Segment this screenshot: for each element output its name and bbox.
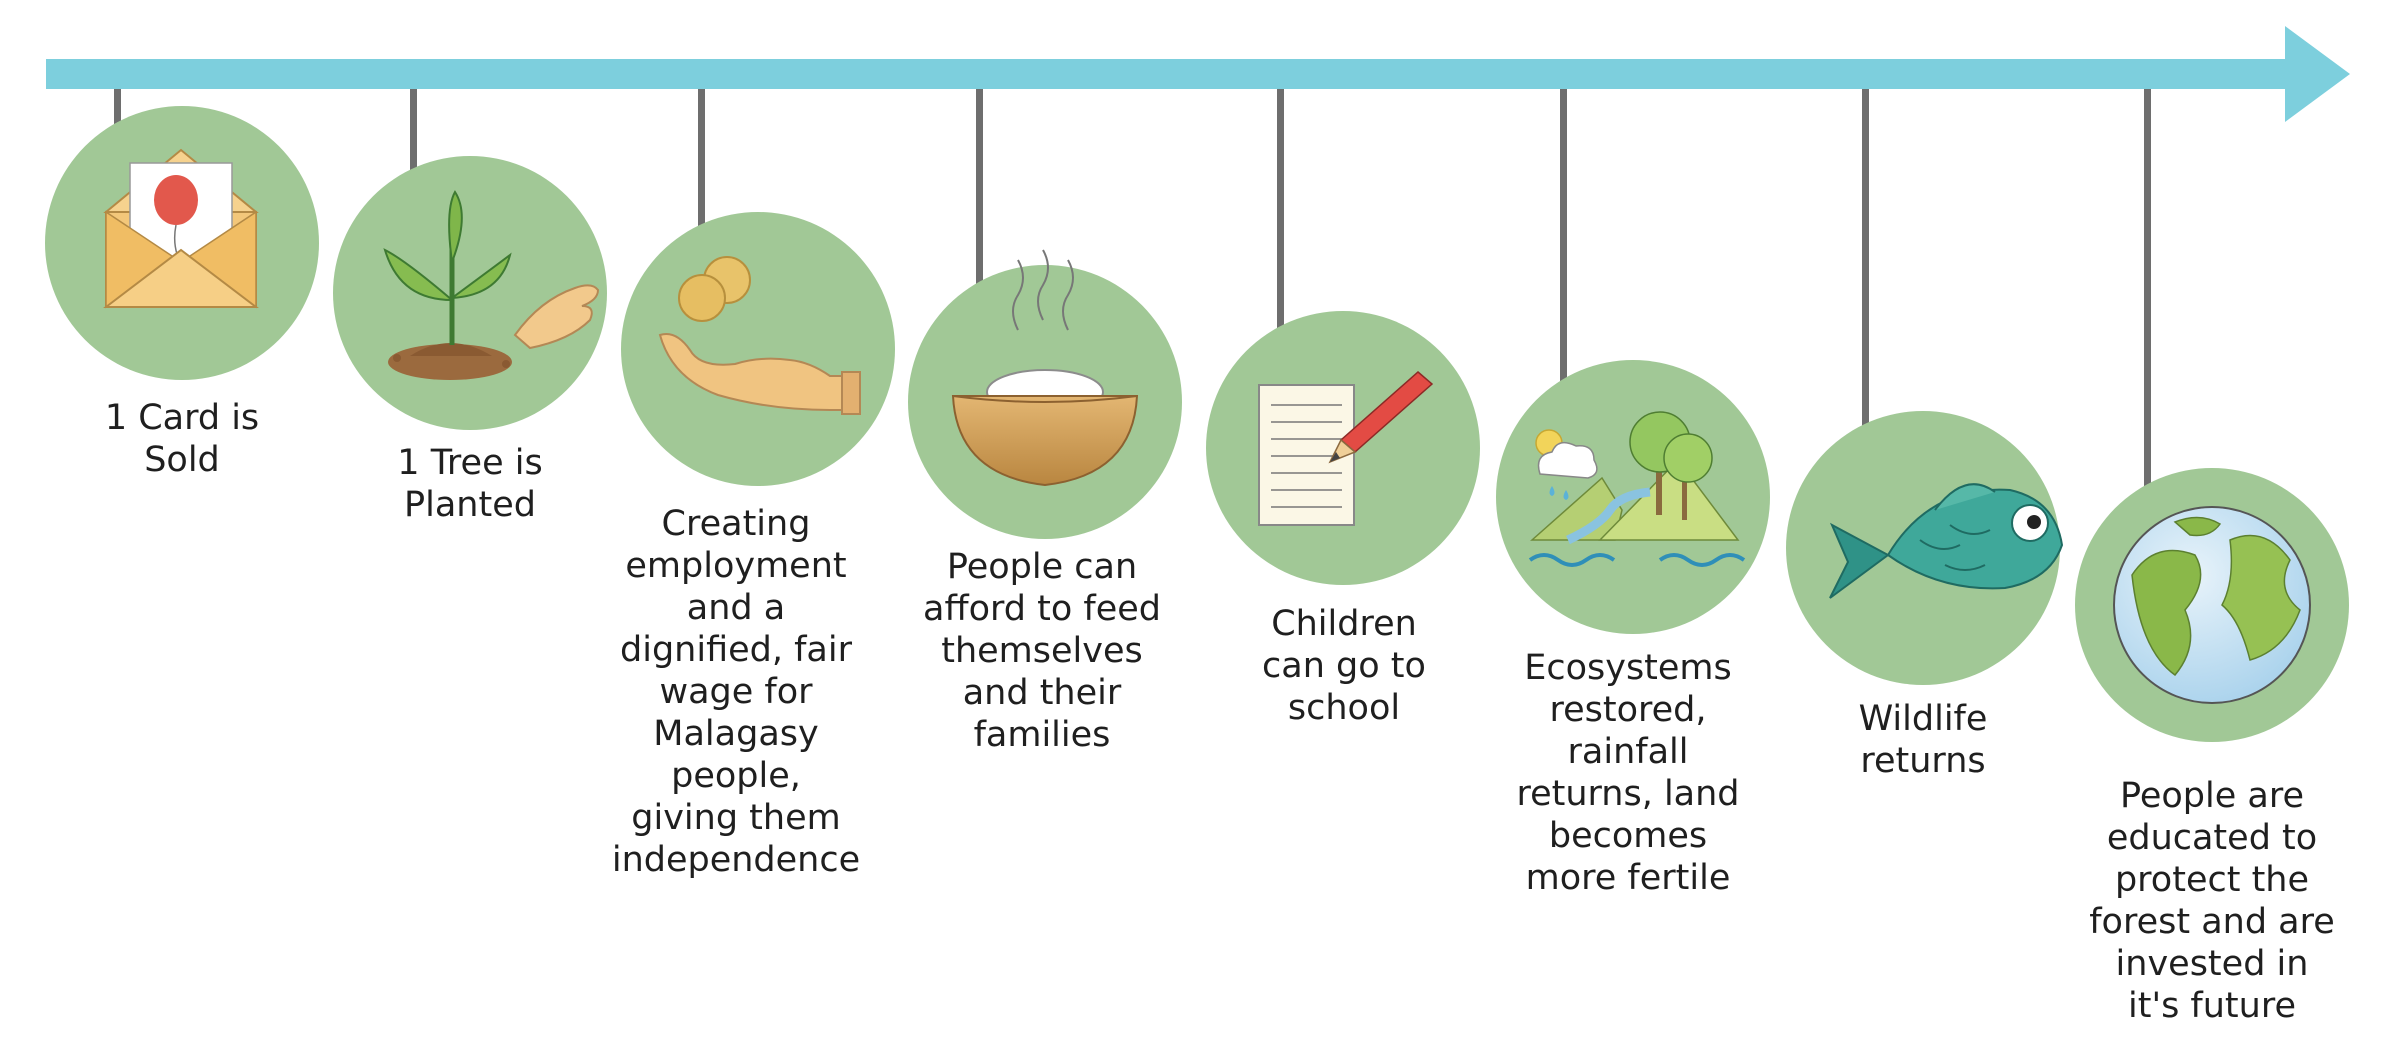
- seedling-and-hand-icon: [383, 190, 600, 380]
- connector-7: [1862, 89, 1869, 448]
- ecosystem-landscape-icon: [1528, 411, 1746, 567]
- connector-1: [114, 89, 121, 149]
- envelope-with-balloon-icon: [103, 148, 259, 309]
- hand-with-coins-icon: [658, 256, 861, 415]
- connector-6: [1560, 89, 1567, 397]
- connector-8: [2144, 89, 2151, 504]
- timeline-arrow: [46, 26, 2350, 122]
- timeline-arrow-head: [2285, 26, 2350, 122]
- timeline-connectors: [114, 89, 2151, 504]
- step-circle-3: [621, 212, 895, 486]
- step-label-3: Creating employment and a dignified, fai…: [611, 504, 861, 880]
- connector-3: [698, 89, 705, 243]
- step-label-5: Children can go to school: [1262, 604, 1426, 728]
- fish-icon: [1829, 483, 2064, 599]
- paper-and-pencil-icon: [1258, 371, 1434, 526]
- connector-2: [410, 89, 417, 192]
- step-label-2: 1 Tree is Planted: [397, 443, 543, 525]
- step-label-6: Ecosystems restored, rainfall returns, l…: [1516, 648, 1740, 898]
- step-label-4: People can afford to feed themselves and…: [923, 547, 1161, 755]
- timeline-arrow-shaft: [46, 59, 2296, 89]
- steaming-rice-bowl-icon: [951, 249, 1139, 487]
- connector-4: [976, 89, 983, 299]
- step-label-1: 1 Card is Sold: [104, 398, 260, 480]
- step-label-7: Wildlife returns: [1858, 699, 1988, 781]
- step-label-8: People are educated to protect the fores…: [2089, 776, 2335, 1026]
- earth-globe-icon: [2113, 506, 2311, 704]
- connector-5: [1277, 89, 1284, 344]
